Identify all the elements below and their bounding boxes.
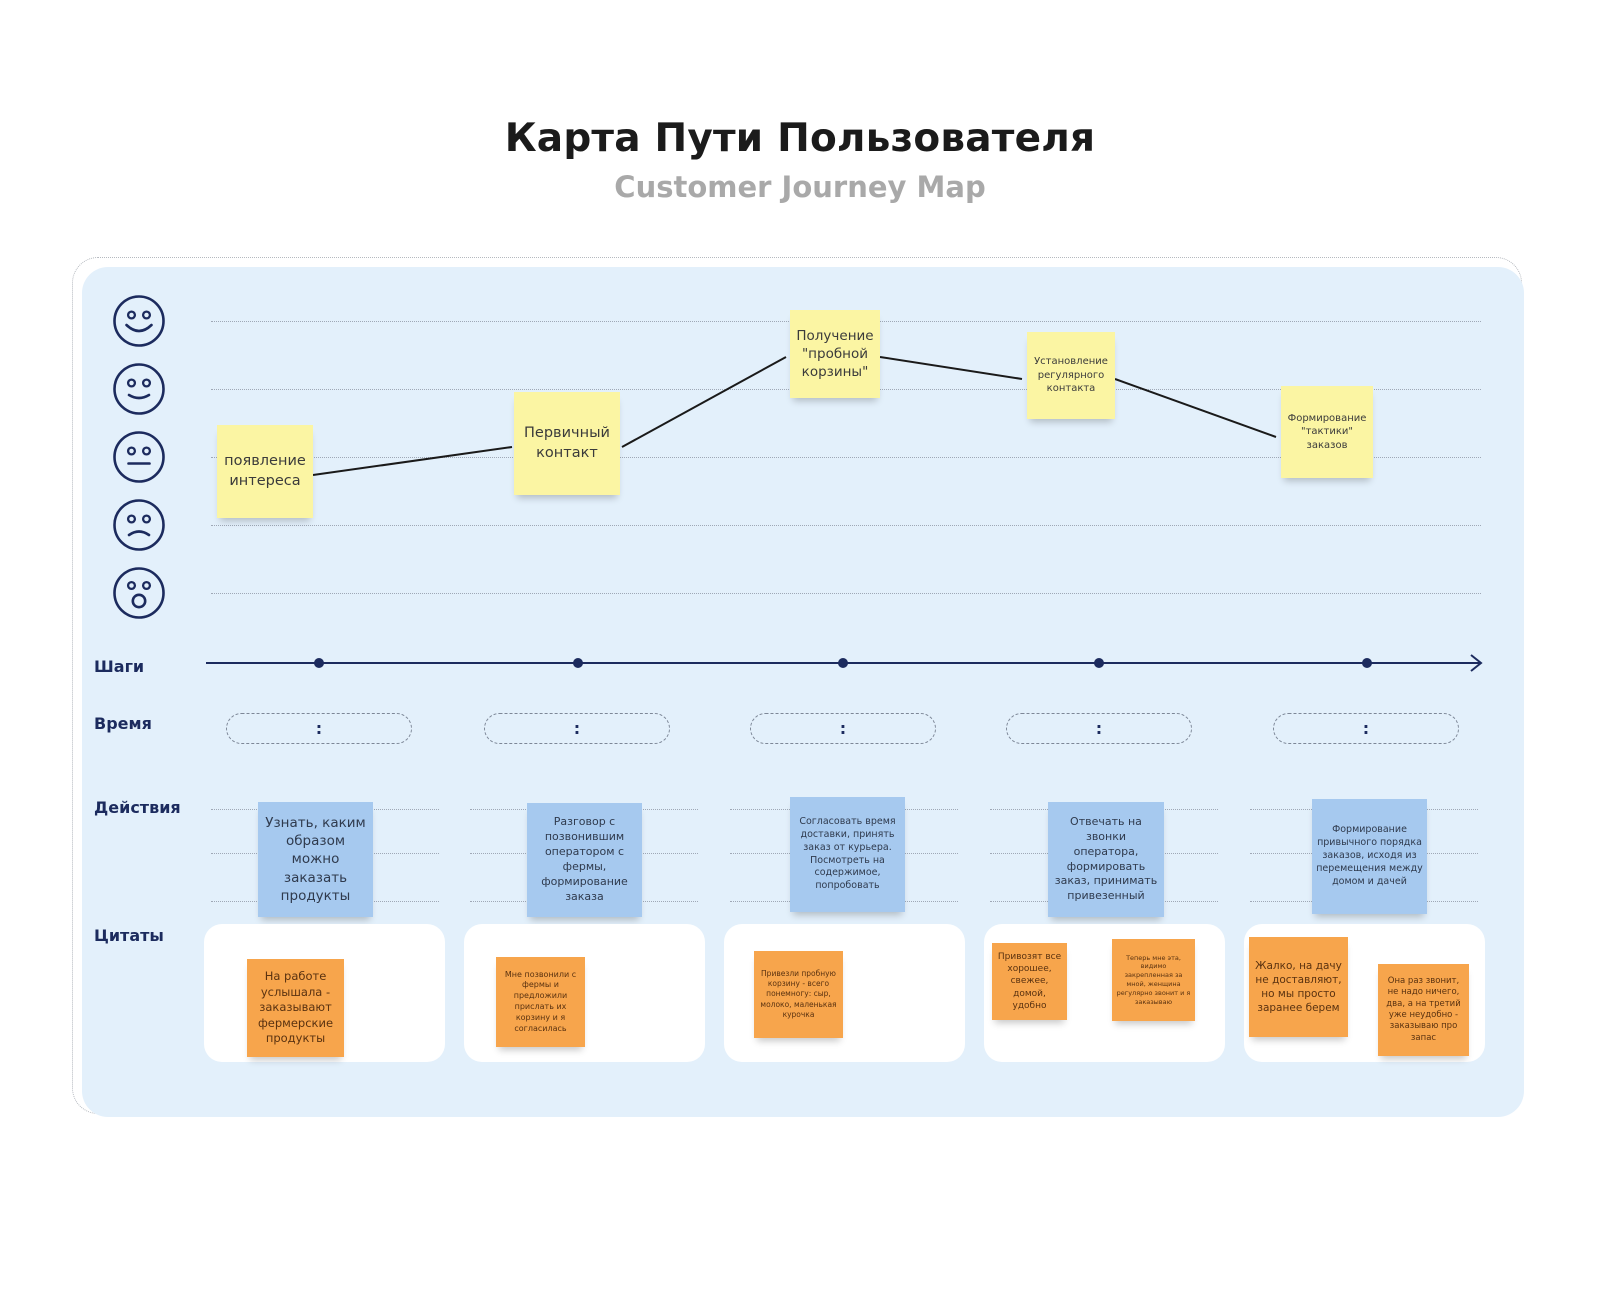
- row-label-quotes: Цитаты: [94, 926, 164, 945]
- step-dot: [573, 658, 583, 668]
- action-sticky[interactable]: Формирование привычного порядка заказов,…: [1312, 799, 1427, 914]
- emotion-curve: [312, 356, 1277, 476]
- emotion-gridline: [211, 525, 1481, 526]
- stage-sticky[interactable]: Формирование "тактики" заказов: [1281, 386, 1373, 478]
- arrow-right-icon: [1470, 654, 1483, 672]
- step-dot: [838, 658, 848, 668]
- sad-face-icon: [112, 498, 166, 552]
- action-sticky[interactable]: Разговор с позвонившим оператором с ферм…: [527, 803, 642, 917]
- stage-sticky[interactable]: Установление регулярного контакта: [1027, 332, 1115, 419]
- very-happy-face-icon: [112, 294, 166, 348]
- stage-sticky[interactable]: Первичный контакт: [514, 392, 620, 495]
- step-dot: [1094, 658, 1104, 668]
- page-title: Карта Пути Пользователя: [504, 116, 1096, 161]
- quote-sticky[interactable]: Привозят все хорошее, свежее, домой, удо…: [992, 943, 1067, 1020]
- row-label-time: Время: [94, 714, 152, 733]
- emotion-link: [879, 356, 1023, 380]
- stage-sticky[interactable]: Получение "пробной корзины": [790, 310, 880, 398]
- emotion-link: [1114, 378, 1277, 438]
- quote-sticky[interactable]: Жалко, на дачу не доставляют, но мы прос…: [1249, 937, 1348, 1037]
- page-subtitle: Customer Journey Map: [614, 170, 986, 204]
- stage-sticky[interactable]: появление интереса: [217, 425, 313, 518]
- emotion-gridline: [211, 457, 1481, 458]
- quote-sticky[interactable]: Мне позвонили с фермы и предложили присл…: [496, 957, 585, 1047]
- quote-sticky[interactable]: Теперь мне эта, видимо закрепленная за м…: [1112, 939, 1195, 1021]
- emotion-gridline: [211, 593, 1481, 594]
- time-pill[interactable]: :: [1006, 713, 1192, 744]
- time-pill[interactable]: :: [750, 713, 936, 744]
- row-label-actions: Действия: [94, 798, 181, 817]
- step-dot: [314, 658, 324, 668]
- emotion-link: [312, 446, 513, 476]
- action-sticky[interactable]: Согласовать время доставки, принять зака…: [790, 797, 905, 912]
- action-sticky[interactable]: Отвечать на звонки оператора, формироват…: [1048, 802, 1164, 917]
- time-pill[interactable]: :: [226, 713, 412, 744]
- steps-axis: [206, 654, 1483, 672]
- quote-sticky[interactable]: На работе услышала - заказывают фермерск…: [247, 959, 344, 1057]
- row-label-steps: Шаги: [94, 657, 145, 676]
- step-dot: [1362, 658, 1372, 668]
- time-pill[interactable]: :: [484, 713, 670, 744]
- happy-face-icon: [112, 362, 166, 416]
- quote-sticky[interactable]: Привезли пробную корзину - всего понемно…: [754, 951, 843, 1038]
- action-sticky[interactable]: Узнать, каким образом можно заказать про…: [258, 802, 373, 917]
- quote-sticky[interactable]: Она раз звонит, не надо ничего, два, а н…: [1378, 964, 1469, 1056]
- emotion-link: [621, 356, 787, 448]
- neutral-face-icon: [112, 430, 166, 484]
- shocked-face-icon: [112, 566, 166, 620]
- time-pill[interactable]: :: [1273, 713, 1459, 744]
